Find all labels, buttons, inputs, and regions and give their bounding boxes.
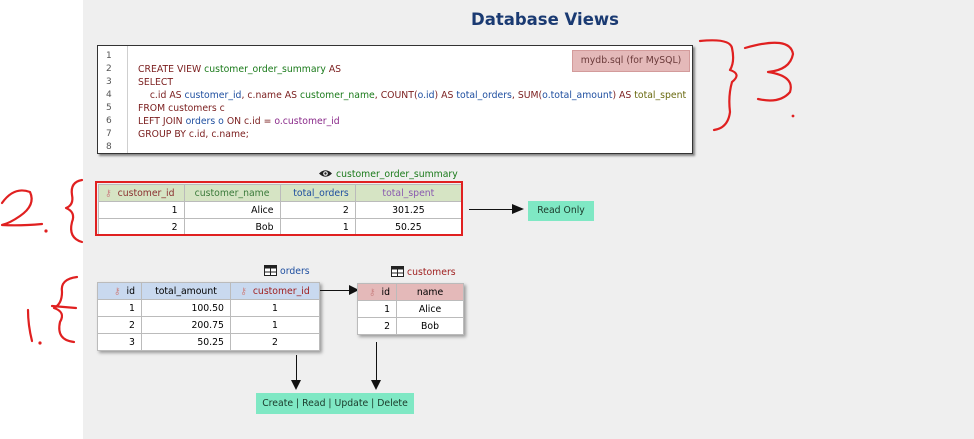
customers-cell: Bob — [396, 317, 464, 335]
code-token: customer_order_summary — [204, 64, 326, 75]
orders-cell: 3 — [97, 333, 142, 351]
key-icon: ⚷ — [240, 286, 247, 297]
annotation-brace-view — [64, 178, 84, 244]
customers-name: customers — [407, 267, 456, 278]
code-token: customer_id — [184, 90, 242, 101]
code-token: ON c.id = — [223, 116, 275, 127]
orders-header-customer-id: ⚷customer_id — [229, 282, 321, 300]
orders-cell: 2 — [229, 333, 321, 351]
crud-tag: Create | Read | Update | Delete — [256, 393, 414, 414]
arrow-fk — [320, 290, 350, 291]
code-token: ) AS — [434, 90, 457, 101]
customers-table: ⚷id name 1 Alice 2 Bob — [357, 283, 464, 335]
code-token: c.id AS — [138, 90, 185, 101]
code-line: CREATE VIEW customer_order_summary AS — [138, 64, 341, 75]
customers-label: customers — [391, 266, 456, 278]
code-token: total_orders — [456, 90, 512, 101]
arrow-view-readonly — [469, 209, 513, 210]
table-row: 1 Alice 2 301.25 — [98, 201, 463, 219]
orders-table: ⚷id total_amount ⚷customer_id 1 100.50 1… — [97, 282, 321, 351]
annotation-stroke — [50, 304, 78, 310]
code-token: total_spent — [634, 90, 687, 101]
view-header-row: ⚷customer_id customer_name total_orders … — [98, 184, 463, 202]
view-highlight-outline — [95, 181, 463, 236]
code-token: ) AS — [612, 90, 635, 101]
customers-cell: 2 — [357, 317, 397, 335]
code-token: customer_name — [299, 90, 375, 101]
code-token: , c.name AS — [241, 90, 300, 101]
table-icon — [264, 265, 277, 276]
arrow-orders-crud — [296, 355, 297, 383]
key-icon: ⚷ — [368, 287, 376, 298]
annotation-dot-two — [44, 229, 48, 233]
orders-label: orders — [264, 265, 310, 277]
code-line: SELECT — [138, 77, 173, 88]
arrow-head — [291, 380, 301, 390]
key-icon: ⚷ — [113, 286, 121, 297]
code-line: FROM customers c — [138, 103, 225, 114]
table-icon — [391, 266, 404, 277]
annotation-digit-three — [743, 41, 795, 102]
table-row: 3 50.25 2 — [97, 333, 321, 351]
view-label: customer_order_summary — [318, 168, 458, 180]
read-only-tag: Read Only — [528, 201, 594, 221]
annotation-brace-orders — [52, 275, 79, 344]
table-row: 1 100.50 1 — [97, 299, 321, 317]
code-token: FROM customers c — [138, 103, 225, 114]
line-number: 8 — [106, 142, 112, 152]
arrow-customers-crud — [376, 342, 377, 383]
code-token: orders o — [185, 116, 224, 127]
orders-name: orders — [280, 266, 310, 277]
line-number: 4 — [106, 90, 112, 100]
line-number: 5 — [106, 103, 112, 113]
view-header-customer-name: customer_name — [183, 184, 281, 202]
annotation-dot-three — [791, 114, 795, 118]
view-cell: 2 — [279, 201, 356, 219]
line-number: 3 — [106, 77, 112, 87]
code-token: o.id — [417, 90, 435, 101]
table-row: 2 Bob — [357, 317, 464, 335]
page-title: Database Views — [471, 10, 619, 29]
code-token: o.total_amount — [542, 90, 613, 101]
code-token: AS — [325, 64, 342, 75]
line-number-gutter: 1 2 3 4 5 6 7 8 — [98, 46, 128, 153]
line-number: 2 — [106, 64, 112, 74]
annotation-digit-one — [26, 308, 34, 343]
view-name: customer_order_summary — [336, 169, 458, 180]
arrow-head — [371, 380, 381, 390]
orders-header-row: ⚷id total_amount ⚷customer_id — [97, 282, 321, 300]
code-token: , COUNT( — [374, 90, 418, 101]
line-number: 1 — [106, 51, 112, 61]
code-token: SELECT — [138, 77, 173, 88]
line-number: 7 — [106, 129, 112, 139]
table-row: 2 200.75 1 — [97, 316, 321, 334]
code-line: LEFT JOIN orders o ON c.id = o.customer_… — [138, 116, 340, 127]
arrow-head — [349, 285, 359, 295]
code-token: GROUP BY c.id, c.name; — [138, 129, 249, 140]
customers-header-row: ⚷id name — [357, 283, 464, 301]
arrow-head — [512, 204, 524, 214]
view-header-total-spent: total_spent — [354, 184, 463, 202]
sql-code-block: 1 2 3 4 5 6 7 8 CREATE VIEW customer_order_summ… — [97, 45, 693, 154]
eye-icon — [319, 170, 332, 177]
line-number: 6 — [106, 116, 112, 126]
code-token: o.customer_id — [274, 116, 340, 127]
code-line: GROUP BY c.id, c.name; — [138, 129, 249, 140]
code-token: CREATE VIEW — [138, 64, 205, 75]
customers-header-id: ⚷id — [357, 283, 397, 301]
annotation-dot-one — [38, 341, 42, 345]
annotation-brace-code — [698, 39, 738, 132]
annotation-digit-two — [0, 189, 44, 227]
orders-header-id: ⚷id — [97, 282, 142, 300]
file-badge: mydb.sql (for MySQL) — [572, 50, 690, 72]
code-token: LEFT JOIN — [138, 116, 186, 127]
key-icon: ⚷ — [105, 188, 112, 199]
code-line: c.id AS customer_id, c.name AS customer_… — [138, 90, 686, 101]
code-token: , SUM( — [511, 90, 543, 101]
